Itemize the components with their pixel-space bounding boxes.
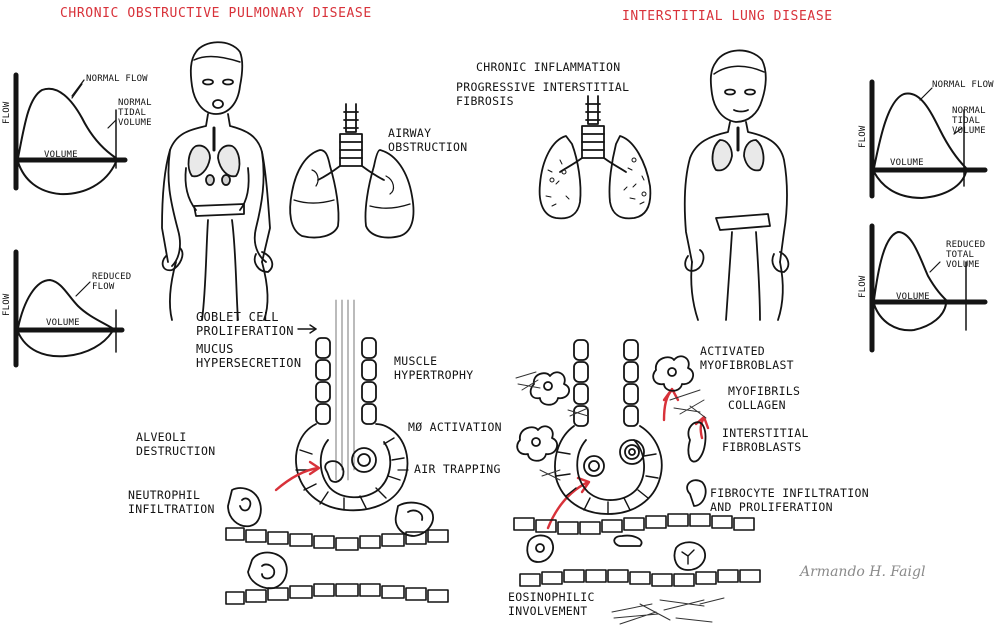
interstitial-fibroblasts-label: INTERSTITIAL FIBROBLASTS <box>722 426 809 454</box>
air-trapping-label: AIR TRAPPING <box>414 462 501 476</box>
airway-obstruction-label: AIRWAY OBSTRUCTION <box>388 126 468 154</box>
ild-title: INTERSTITIAL LUNG DISEASE <box>622 9 833 24</box>
goblet-cell-label: GOBLET CELL PROLIFERATION <box>196 310 294 338</box>
copd-airway <box>225 299 449 605</box>
ild-normal-volume-axis: VOLUME <box>890 158 924 168</box>
ild-normal-flow-axis: FLOW <box>858 125 868 148</box>
progressive-fibrosis-label: PROGRESSIVE INTERSTITIAL FIBROSIS <box>456 80 630 108</box>
copd-normal-tidal-note: NORMAL TIDAL VOLUME <box>118 98 152 128</box>
alveoli-destruction-label: ALVEOLI DESTRUCTION <box>136 430 216 458</box>
copd-reduced-graph <box>13 249 125 368</box>
copd-reduced-flow-axis: FLOW <box>2 293 12 316</box>
copd-normal-flow-axis: FLOW <box>2 101 12 124</box>
ild-reduced-flow-axis: FLOW <box>858 275 868 298</box>
ild-patient-figure <box>683 49 790 321</box>
copd-normal-volume-axis: VOLUME <box>44 150 78 160</box>
macrophage-activation-label: MØ ACTIVATION <box>408 420 502 434</box>
copd-reduced-flow-note: REDUCED FLOW <box>92 272 132 292</box>
ild-reduced-volume-axis: VOLUME <box>896 292 930 302</box>
copd-reduced-volume-axis: VOLUME <box>46 318 80 328</box>
muscle-hypertrophy-label: MUSCLE HYPERTROPHY <box>394 354 474 382</box>
copd-normal-flow-note: NORMAL FLOW <box>86 74 148 84</box>
ild-lungs <box>538 95 652 220</box>
label-pointers <box>71 79 409 471</box>
fibrocyte-infiltration-label: FIBROCYTE INFILTRATION AND PROLIFERATION <box>710 486 869 514</box>
chronic-inflammation-label: CHRONIC INFLAMMATION <box>476 60 621 74</box>
myofibrils-collagen-label: MYOFIBRILS COLLAGEN <box>728 384 801 412</box>
copd-normal-graph <box>13 72 128 196</box>
ild-normal-graph <box>869 79 988 199</box>
activated-myofibroblast-label: ACTIVATED MYOFIBROBLAST <box>700 344 794 372</box>
copd-title: CHRONIC OBSTRUCTIVE PULMONARY DISEASE <box>60 6 372 21</box>
neutrophil-infiltration-label: NEUTROPHIL INFILTRATION <box>128 488 215 516</box>
artist-signature: Armando H. Faigl <box>800 564 926 580</box>
ild-normal-flow-note: NORMAL FLOW <box>932 80 994 90</box>
ild-normal-tidal-note: NORMAL TIDAL VOLUME <box>952 106 986 136</box>
eosinophilic-involvement-label: EOSINOPHILIC INVOLVEMENT <box>508 590 595 618</box>
mucus-label: MUCUS HYPERSECRETION <box>196 342 302 370</box>
copd-patient-figure <box>161 41 274 321</box>
ild-reduced-total-note: REDUCED TOTAL VOLUME <box>946 240 986 270</box>
ild-reduced-graph <box>869 223 988 353</box>
ild-airway <box>513 339 761 625</box>
copd-lungs <box>289 103 415 239</box>
